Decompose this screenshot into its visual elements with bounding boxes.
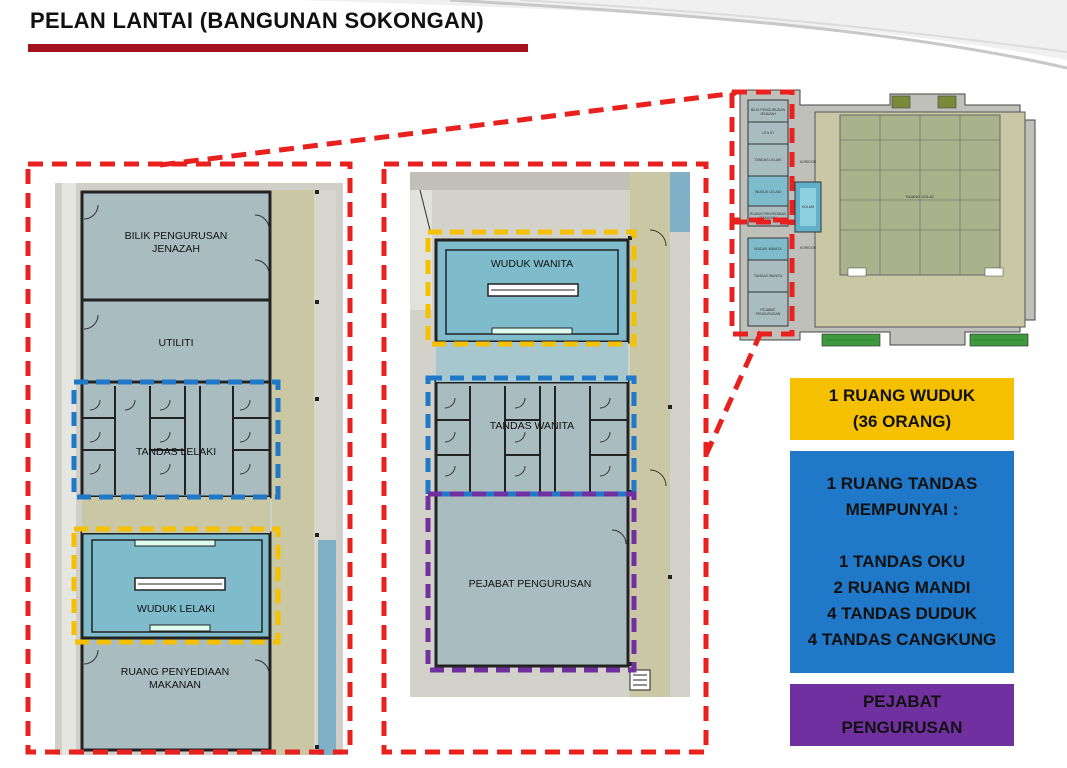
room-label-line: MAKANAN <box>149 679 201 691</box>
legend-tandas-line: MEMPUNYAI : <box>845 500 959 519</box>
callout-frame-left <box>25 161 353 755</box>
site-label-bilik-jenazah: BILIK PENGURUSAN JENAZAH <box>750 108 786 116</box>
legend-tandas-line: 2 RUANG MANDI <box>833 578 971 597</box>
room-label-pejabat-pengurusan: PEJABAT PENGURUSAN <box>468 578 592 590</box>
room-label-utiliti: UTILITI <box>158 337 194 349</box>
site-highlight-upper <box>729 89 795 223</box>
legend-tandas: 1 RUANG TANDAS MEMPUNYAI : 1 TANDAS OKU … <box>790 451 1014 673</box>
room-label-line: BILIK PENGURUSAN <box>124 230 228 242</box>
legend-tandas-line: 1 TANDAS OKU <box>838 552 966 571</box>
highlight-wuduk-lelaki <box>71 526 281 645</box>
legend-wuduk-line: 1 RUANG WUDUK <box>828 386 976 405</box>
site-label-ruang-penyediaan: RUANG PENYEDIAAN MAKANAN <box>749 212 787 220</box>
highlight-wuduk-wanita <box>425 229 637 347</box>
legend-pejabat-line: PEJABAT <box>862 692 942 711</box>
callout-line-bottom <box>703 328 765 457</box>
room-label-wuduk-wanita: WUDUK WANITA <box>490 258 574 270</box>
legend-tandas-line: 1 RUANG TANDAS <box>826 474 978 493</box>
site-label-wuduk-wanita: WUDUK WANITA <box>754 247 782 251</box>
room-label-tandas-lelaki: TANDAS LELAKI <box>135 446 217 458</box>
title-underline <box>28 44 528 52</box>
room-label-line: RUANG PENYEDIAAN <box>120 666 230 678</box>
page-title: PELAN LANTAI (BANGUNAN SOKONGAN) <box>30 8 485 33</box>
legend-pejabat-line: PENGURUSAN <box>841 718 963 737</box>
callout-line-top <box>159 90 737 168</box>
highlight-tandas-wanita <box>425 375 637 497</box>
site-label-tandas-lelaki: TANDAS LELAKI <box>754 158 782 162</box>
highlight-pejabat-pengurusan <box>425 491 637 673</box>
site-label-pejabat: PEJABAT PENGURUSAN <box>755 308 781 316</box>
site-label-koridor: KORIDOR <box>799 160 817 164</box>
site-label-kolam: KOLAM <box>801 205 815 209</box>
callout-frame-middle <box>381 161 709 755</box>
legend-wuduk-line: (36 ORANG) <box>852 412 952 431</box>
decorative-swoosh <box>300 0 1067 70</box>
room-label-wuduk-lelaki: WUDUK LELAKI <box>136 603 216 615</box>
legend-tandas-line: 4 TANDAS CANGKUNG <box>807 630 997 649</box>
site-highlight-lower <box>729 219 795 337</box>
site-label-koridor: KORIDOR <box>799 246 817 250</box>
site-label-tandas-wanita: TANDAS WANITA <box>753 274 783 278</box>
legend-pejabat: PEJABAT PENGURUSAN <box>790 684 1014 746</box>
site-label-utiliti: UTILITI <box>762 131 774 135</box>
site-label-wuduk-lelaki: WUDUK LELAKI <box>754 190 782 194</box>
room-label-bilik-pengurusan-jenazah: BILIK PENGURUSAN JENAZAH <box>106 230 246 256</box>
legend-tandas-line: 4 TANDAS DUDUK <box>827 604 977 623</box>
room-label-ruang-penyediaan-makanan: RUANG PENYEDIAAN MAKANAN <box>100 666 250 692</box>
highlight-tandas-lelaki <box>71 379 281 500</box>
site-label-ruang-solat: RUANG SOLAT <box>905 194 935 199</box>
room-label-tandas-wanita: TANDAS WANITA <box>489 420 575 432</box>
room-label-line: JENAZAH <box>152 243 200 255</box>
legend-wuduk: 1 RUANG WUDUK (36 ORANG) <box>790 378 1014 440</box>
